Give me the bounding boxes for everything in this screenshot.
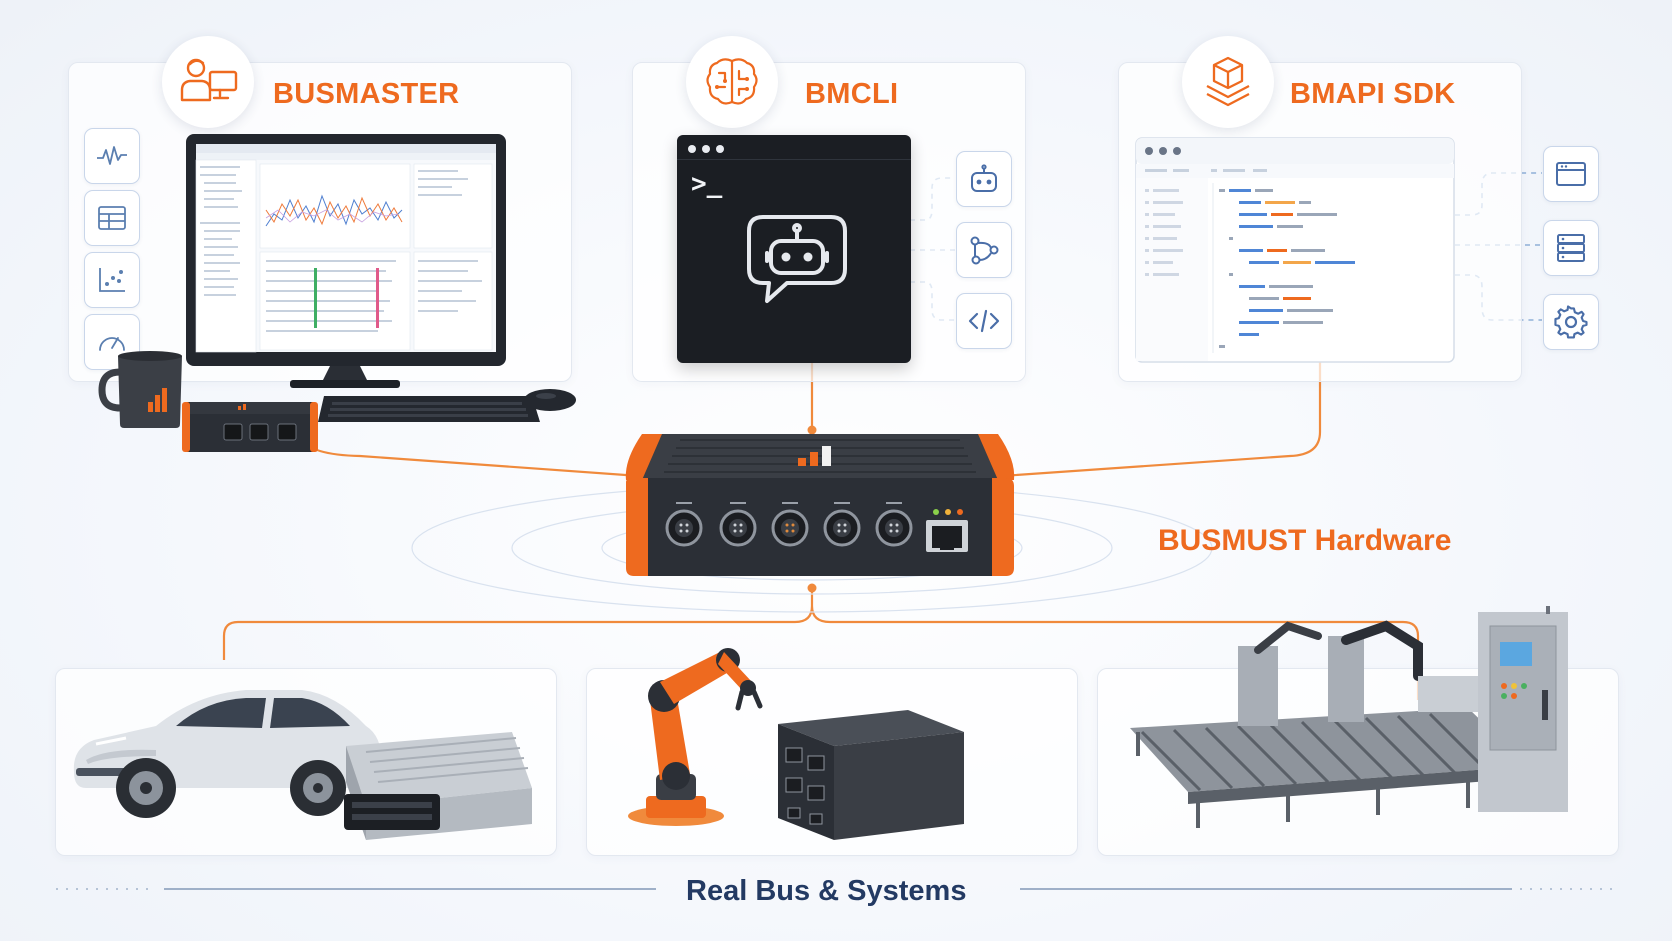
busmaster-monitor <box>180 130 520 390</box>
ethernet-port <box>926 520 968 552</box>
bmapi-code-window <box>1135 137 1455 363</box>
hardware-label: BUSMUST Hardware <box>1158 524 1451 558</box>
window-icon[interactable] <box>1543 146 1599 202</box>
factory-conveyor-illustration <box>1118 606 1628 836</box>
code-icon[interactable] <box>956 293 1012 349</box>
bmapi-title: BMAPI SDK <box>1290 78 1455 111</box>
scatter-plot-icon[interactable] <box>84 252 140 308</box>
mouse <box>520 386 580 416</box>
status-leds <box>933 509 963 515</box>
terminal-prompt: >_ <box>691 169 722 199</box>
gear-icon[interactable] <box>1543 294 1599 350</box>
chat-robot-icon <box>741 201 853 313</box>
small-interface-device <box>178 396 322 458</box>
server-icon[interactable] <box>1543 220 1599 276</box>
cube-stack-icon <box>1182 36 1274 128</box>
line-busmaster-to-hardware <box>300 438 640 476</box>
waveform-icon[interactable] <box>84 128 140 184</box>
table-icon[interactable] <box>84 190 140 246</box>
bmcli-title: BMCLI <box>805 78 898 111</box>
ecu-module <box>326 728 536 846</box>
industrial-controller-box <box>768 700 968 850</box>
robot-icon[interactable] <box>956 151 1012 207</box>
bmcli-terminal-window: >_ <box>677 135 911 363</box>
keyboard <box>318 392 548 432</box>
terminal-window-controls <box>687 143 731 155</box>
systems-label: Real Bus & Systems <box>686 875 966 908</box>
user-workstation-icon <box>162 36 254 128</box>
workflow-icon[interactable] <box>956 222 1012 278</box>
busmust-hardware-device <box>620 420 1020 590</box>
brain-circuit-icon <box>686 36 778 128</box>
busmaster-title: BUSMASTER <box>273 78 459 111</box>
